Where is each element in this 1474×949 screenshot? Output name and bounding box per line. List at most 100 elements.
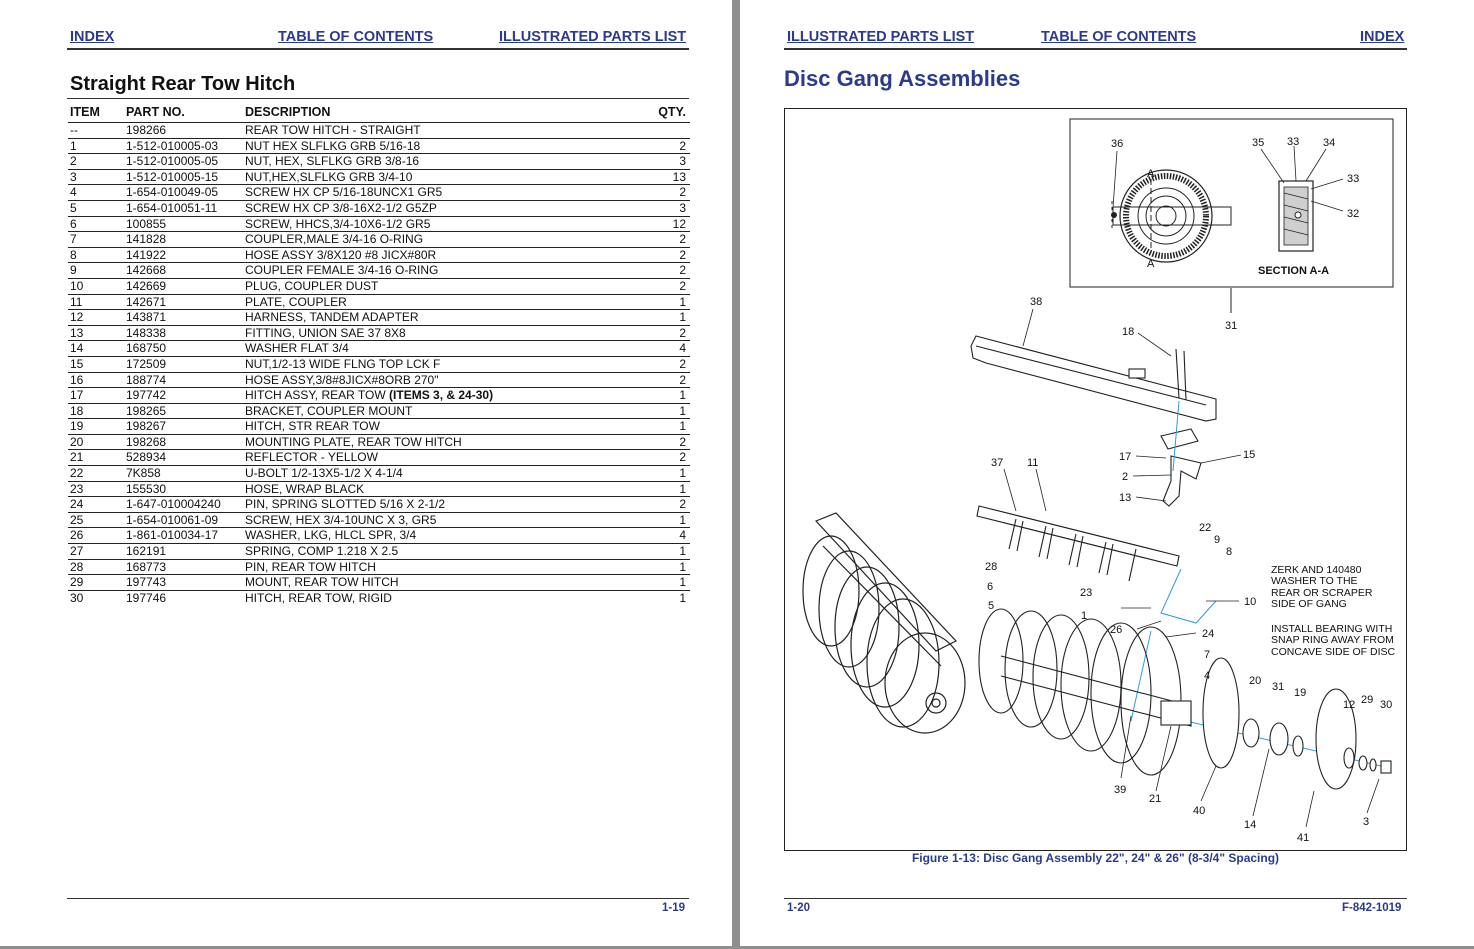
cell-item: 2 xyxy=(68,153,124,170)
cell-description: HOSE ASSY 3/8X120 #8 JICX#80R xyxy=(243,246,638,263)
cell-item: 30 xyxy=(68,589,124,606)
scraper-bar xyxy=(976,505,1180,582)
cell-item: 4 xyxy=(68,184,124,201)
cell-description: REFLECTOR - YELLOW xyxy=(243,449,638,466)
cell-item: 24 xyxy=(68,496,124,513)
callout-label: 31 xyxy=(1225,320,1237,332)
right-page xyxy=(740,0,1474,946)
table-of-contents-link[interactable]: TABLE OF CONTENTS xyxy=(278,29,434,45)
cell-item: 7 xyxy=(68,231,124,248)
cell-item: 18 xyxy=(68,402,124,419)
hitch-tube xyxy=(970,335,1217,422)
cell-description: HITCH, REAR TOW, RIGID xyxy=(243,589,638,606)
cell-qty: 1 xyxy=(637,574,690,591)
cell-part-no: 162191 xyxy=(124,543,243,560)
callout-label: 3 xyxy=(1363,816,1369,828)
cell-part-no: 143871 xyxy=(124,309,243,326)
cell-qty: 2 xyxy=(637,246,690,263)
page-title: Straight Rear Tow Hitch xyxy=(70,73,296,95)
zerk-fitting-dot xyxy=(1111,212,1117,218)
table-of-contents-link-right[interactable]: TABLE OF CONTENTS xyxy=(1041,29,1197,45)
cell-description: NUT, HEX, SLFLKG GRB 3/8-16 xyxy=(243,153,638,170)
cell-part-no: 148338 xyxy=(124,324,243,341)
cell-part-no: 100855 xyxy=(124,215,243,232)
cell-part-no: 1-654-010049-05 xyxy=(124,184,243,201)
figure-caption: Figure 1-13: Disc Gang Assembly 22", 24"… xyxy=(911,851,1280,865)
cell-part-no: 198267 xyxy=(124,418,243,435)
header-rule-right xyxy=(784,48,1407,50)
cell-description: COUPLER FEMALE 3/4-16 O-RING xyxy=(243,262,638,279)
cell-qty: 12 xyxy=(637,215,690,232)
cell-description: SCREW HX CP 5/16-18UNCX1 GR5 xyxy=(243,184,638,201)
callout-label: 2 xyxy=(1122,471,1128,483)
cell-part-no: 1-512-010005-05 xyxy=(124,153,243,170)
callout-label: 37 xyxy=(991,457,1003,469)
cell-qty: 2 xyxy=(637,137,690,154)
index-link[interactable]: INDEX xyxy=(70,29,115,45)
cell-part-no: 142668 xyxy=(124,262,243,279)
header-rule xyxy=(67,48,689,50)
cell-item: 6 xyxy=(68,215,124,232)
cell-description: NUT HEX SLFLKG GRB 5/16-18 xyxy=(243,137,638,154)
cell-part-no: 198268 xyxy=(124,433,243,450)
cell-item: 23 xyxy=(68,480,124,497)
cell-item: 17 xyxy=(68,387,124,404)
cell-description: WASHER, LKG, HLCL SPR, 3/4 xyxy=(243,527,638,544)
cell-part-no: 197742 xyxy=(124,387,243,404)
callout-leaders xyxy=(1003,145,1380,828)
parts-table-header: ITEM PART NO. DESCRIPTION QTY. xyxy=(68,101,690,123)
cell-part-no: 168773 xyxy=(124,558,243,575)
cell-description: WASHER FLAT 3/4 xyxy=(243,340,638,357)
page-number: 1-19 xyxy=(662,902,686,914)
callout-label: 9 xyxy=(1214,534,1220,546)
figure-frame: 36 35 33 34 33 32 31 38 18 17 2 13 15 37… xyxy=(784,108,1407,851)
cell-part-no: 528934 xyxy=(124,449,243,466)
index-link-right[interactable]: INDEX xyxy=(1360,29,1405,45)
cell-item: 26 xyxy=(68,527,124,544)
note-line: REAR OR SCRAPER xyxy=(1271,587,1373,599)
illustrated-parts-list-link[interactable]: ILLUSTRATED PARTS LIST xyxy=(499,29,687,45)
cell-qty: 2 xyxy=(637,496,690,513)
cell-qty: 4 xyxy=(637,527,690,544)
cell-description-bold-note: (ITEMS 3, & 24-30) xyxy=(389,388,494,403)
callout-label: 33 xyxy=(1347,173,1359,185)
title-rule xyxy=(67,98,689,99)
cell-item: 20 xyxy=(68,433,124,450)
column-header-qty: QTY. xyxy=(637,101,690,123)
bearing-top-view xyxy=(1111,169,1232,263)
note-line: ZERK AND 140480 xyxy=(1271,564,1362,576)
column-header-part-no: PART NO. xyxy=(124,101,243,123)
callout-label: 1 xyxy=(1081,610,1087,622)
callout-label: 12 xyxy=(1343,699,1355,711)
callout-label: 18 xyxy=(1122,326,1134,338)
callout-label: 13 xyxy=(1119,492,1131,504)
callout-label: 40 xyxy=(1193,805,1205,817)
illustrated-parts-list-link-right[interactable]: ILLUSTRATED PARTS LIST xyxy=(787,29,975,45)
cell-description: BRACKET, COUPLER MOUNT xyxy=(243,402,638,419)
column-header-description: DESCRIPTION xyxy=(243,101,638,123)
cell-item: 13 xyxy=(68,324,124,341)
note-line: WASHER TO THE xyxy=(1271,575,1358,587)
cell-item: 21 xyxy=(68,449,124,466)
cell-part-no: 142671 xyxy=(124,293,243,310)
cell-qty: 2 xyxy=(637,277,690,295)
cell-qty: 1 xyxy=(637,387,690,404)
cell-qty: 2 xyxy=(637,449,690,466)
page-number-right: 1-20 xyxy=(787,902,811,914)
